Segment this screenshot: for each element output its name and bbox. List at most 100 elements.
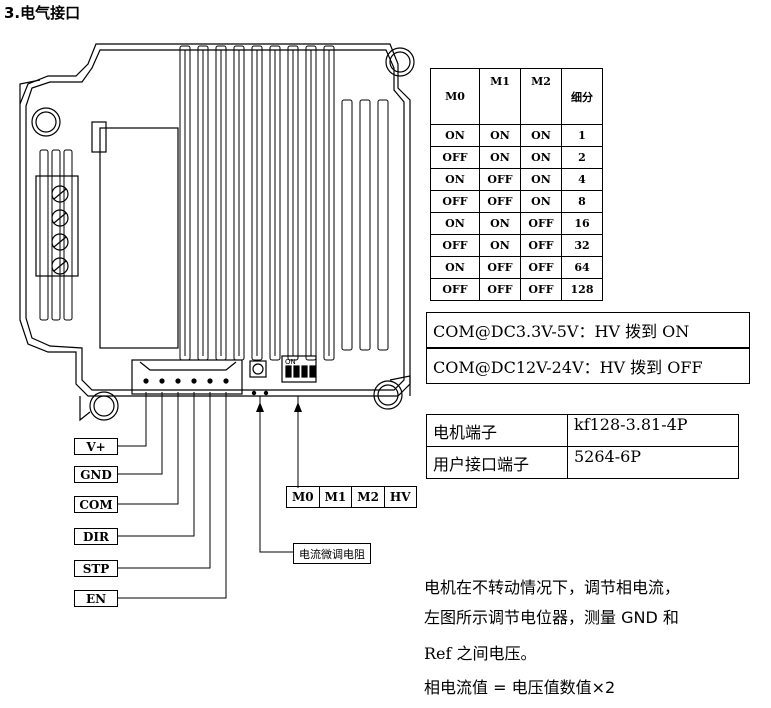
- mount-hole-bottom-left: [89, 391, 119, 421]
- terminal-screw-slot: [53, 260, 67, 272]
- micro-cell: OFF: [520, 256, 562, 279]
- terminal-screw-slot: [53, 212, 67, 224]
- terminal-fin: [51, 149, 61, 321]
- terminal-value-user: 5264-6P: [567, 446, 739, 479]
- micro-cell: ON: [479, 146, 521, 169]
- section-heading: 3.电气接口: [4, 4, 81, 22]
- terminal-screw: [51, 209, 69, 227]
- heatsink-fin: [341, 99, 353, 351]
- micro-cell: 16: [561, 212, 603, 235]
- micro-cell: ON: [430, 212, 480, 235]
- note-line-1: 电机在不转动情况下，调节相电流，: [424, 578, 681, 597]
- note-line-4: 相电流值 = 电压值数值×2: [424, 678, 616, 697]
- connector-pin: [207, 378, 213, 384]
- mount-hole-top-left: [31, 107, 61, 137]
- heatsink-fin: [305, 45, 317, 361]
- hv-note-2: COM@DC12V-24V：HV 拨到 OFF: [426, 348, 750, 384]
- micro-cell: ON: [430, 256, 480, 279]
- micro-cell: ON: [520, 146, 562, 169]
- micro-header-m1: M1: [479, 68, 521, 125]
- micro-cell: ON: [430, 124, 480, 147]
- lead-en: [118, 392, 227, 599]
- micro-cell: OFF: [479, 190, 521, 213]
- mount-hole-top-right: [385, 47, 415, 77]
- board-inner-outline: [25, 49, 405, 391]
- hv-note-1: COM@DC3.3V-5V：HV 拨到 ON: [426, 312, 750, 348]
- connector-pin: [223, 378, 229, 384]
- note-line-3: Ref 之间电压。: [424, 644, 537, 663]
- terminal-label-user: 用户接口端子: [426, 446, 568, 479]
- signal-gnd: GND: [74, 466, 118, 483]
- heatsink-fin: [269, 45, 281, 361]
- micro-cell: 32: [561, 234, 603, 257]
- micro-cell: OFF: [479, 168, 521, 191]
- lead-com: [118, 392, 179, 505]
- heatsink-fin: [251, 45, 263, 361]
- dip-switch-lever: [301, 365, 308, 378]
- dip-label-m0: M0: [286, 486, 320, 508]
- lead-pot: [259, 396, 294, 553]
- mount-hole-bottom-right-inner: [377, 384, 399, 406]
- arrow-pot: [256, 402, 264, 412]
- terminal-value-motor: kf128-3.81-4P: [567, 414, 739, 447]
- terminal-fin: [39, 149, 49, 321]
- user-connector: [131, 359, 243, 395]
- lead-dir: [118, 392, 195, 537]
- dip-label-m1: M1: [318, 486, 353, 508]
- heatsink-fin: [377, 99, 389, 351]
- lead-vplus: [118, 392, 147, 447]
- micro-header-m2: M2: [520, 68, 562, 125]
- micro-cell: 64: [561, 256, 603, 279]
- micro-cell: ON: [520, 168, 562, 191]
- micro-cell: 4: [561, 168, 603, 191]
- dip-label-m2: M2: [351, 486, 385, 508]
- connector-pin: [175, 378, 181, 384]
- dip-switch-lever: [285, 365, 292, 378]
- connector-pin: [159, 378, 165, 384]
- terminal-label-motor: 电机端子: [426, 414, 568, 447]
- dip-on-text: ON: [285, 358, 296, 366]
- note-line-2: 左图所示调节电位器，测量 GND 和: [424, 608, 679, 627]
- micro-cell: OFF: [520, 234, 562, 257]
- terminal-screw-slot: [53, 236, 67, 248]
- dip-label-hv: HV: [383, 486, 417, 508]
- micro-cell: 1: [561, 124, 603, 147]
- micro-cell: OFF: [479, 278, 521, 301]
- heatsink-fin: [287, 45, 299, 361]
- signal-com: COM: [74, 496, 118, 513]
- micro-cell: ON: [479, 124, 521, 147]
- micro-cell: OFF: [430, 190, 480, 213]
- micro-cell: OFF: [520, 278, 562, 301]
- micro-cell: 128: [561, 278, 603, 301]
- dip-switch-lever: [309, 365, 316, 378]
- terminal-screw: [51, 257, 69, 275]
- terminal-table: 电机端子 kf128-3.81-4P 用户接口端子 5264-6P: [426, 414, 739, 479]
- terminal-screw: [51, 185, 69, 203]
- connector-pin: [191, 378, 197, 384]
- micro-cell: ON: [520, 190, 562, 213]
- micro-cell: OFF: [479, 256, 521, 279]
- potentiometer: [249, 360, 267, 378]
- micro-header-steps: 细分: [561, 68, 603, 125]
- pot-label: 电流微调电阻: [293, 543, 371, 564]
- mount-hole-bottom-right: [373, 380, 403, 410]
- signal-stp: STP: [74, 560, 118, 577]
- micro-cell: ON: [430, 168, 480, 191]
- dip-switch: [281, 355, 317, 383]
- heatsink-fin: [323, 45, 335, 361]
- connector-pin: [143, 378, 149, 384]
- lead-stp: [118, 392, 211, 569]
- terminal-screw: [51, 233, 69, 251]
- lead-gnd: [118, 392, 163, 475]
- heatsink-body: [99, 127, 179, 349]
